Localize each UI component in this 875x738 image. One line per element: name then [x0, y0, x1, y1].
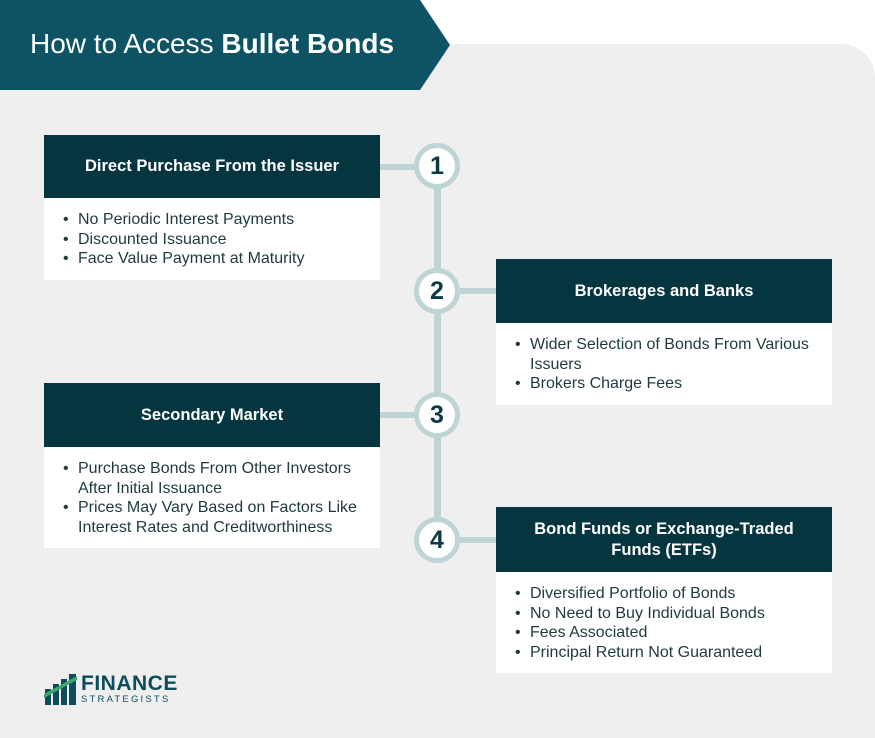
title-bold: Bullet Bonds	[221, 28, 395, 59]
list-item: Principal Return Not Guaranteed	[515, 643, 816, 663]
list-item: Diversified Portfolio of Bonds	[515, 584, 816, 604]
step-number-1: 1	[414, 143, 460, 189]
list-item: Wider Selection of Bonds From Various Is…	[515, 335, 816, 374]
step-number-4: 4	[414, 517, 460, 563]
step-card-4: Bond Funds or Exchange-Traded Funds (ETF…	[496, 507, 832, 673]
finance-strategists-logo: FINANCE STRATEGISTS	[44, 672, 178, 706]
card-heading: Direct Purchase From the Issuer	[44, 135, 380, 198]
list-item: Purchase Bonds From Other Investors Afte…	[63, 459, 364, 498]
card-heading: Bond Funds or Exchange-Traded Funds (ETF…	[496, 507, 832, 572]
card-heading: Brokerages and Banks	[496, 259, 832, 323]
list-item: Brokers Charge Fees	[515, 374, 816, 394]
timeline-spine	[434, 166, 441, 540]
list-item: Discounted Issuance	[63, 230, 364, 250]
list-item: Prices May Vary Based on Factors Like In…	[63, 498, 364, 537]
step-card-3: Secondary Market Purchase Bonds From Oth…	[44, 383, 380, 548]
list-item: No Need to Buy Individual Bonds	[515, 604, 816, 624]
logo-chart-icon	[44, 674, 77, 705]
step-card-2: Brokerages and Banks Wider Selection of …	[496, 259, 832, 405]
card-bullet-list: No Periodic Interest Payments Discounted…	[44, 198, 380, 280]
connector-4	[460, 537, 498, 543]
connector-3	[380, 412, 416, 418]
connector-1	[380, 164, 416, 170]
step-number-2: 2	[414, 268, 460, 314]
title-regular: How to Access	[30, 28, 222, 59]
card-bullet-list: Purchase Bonds From Other Investors Afte…	[44, 447, 380, 548]
list-item: Fees Associated	[515, 623, 816, 643]
list-item: Face Value Payment at Maturity	[63, 249, 364, 269]
step-card-1: Direct Purchase From the Issuer No Perio…	[44, 135, 380, 280]
logo-wordmark: FINANCE	[81, 672, 178, 695]
page-title: How to Access Bullet Bonds	[30, 28, 394, 60]
connector-2	[460, 288, 498, 294]
card-bullet-list: Diversified Portfolio of Bonds No Need t…	[496, 572, 832, 673]
logo-subtitle: STRATEGISTS	[81, 694, 171, 705]
card-bullet-list: Wider Selection of Bonds From Various Is…	[496, 323, 832, 405]
list-item: No Periodic Interest Payments	[63, 210, 364, 230]
step-number-3: 3	[414, 392, 460, 438]
card-heading: Secondary Market	[44, 383, 380, 447]
title-banner	[0, 0, 450, 90]
